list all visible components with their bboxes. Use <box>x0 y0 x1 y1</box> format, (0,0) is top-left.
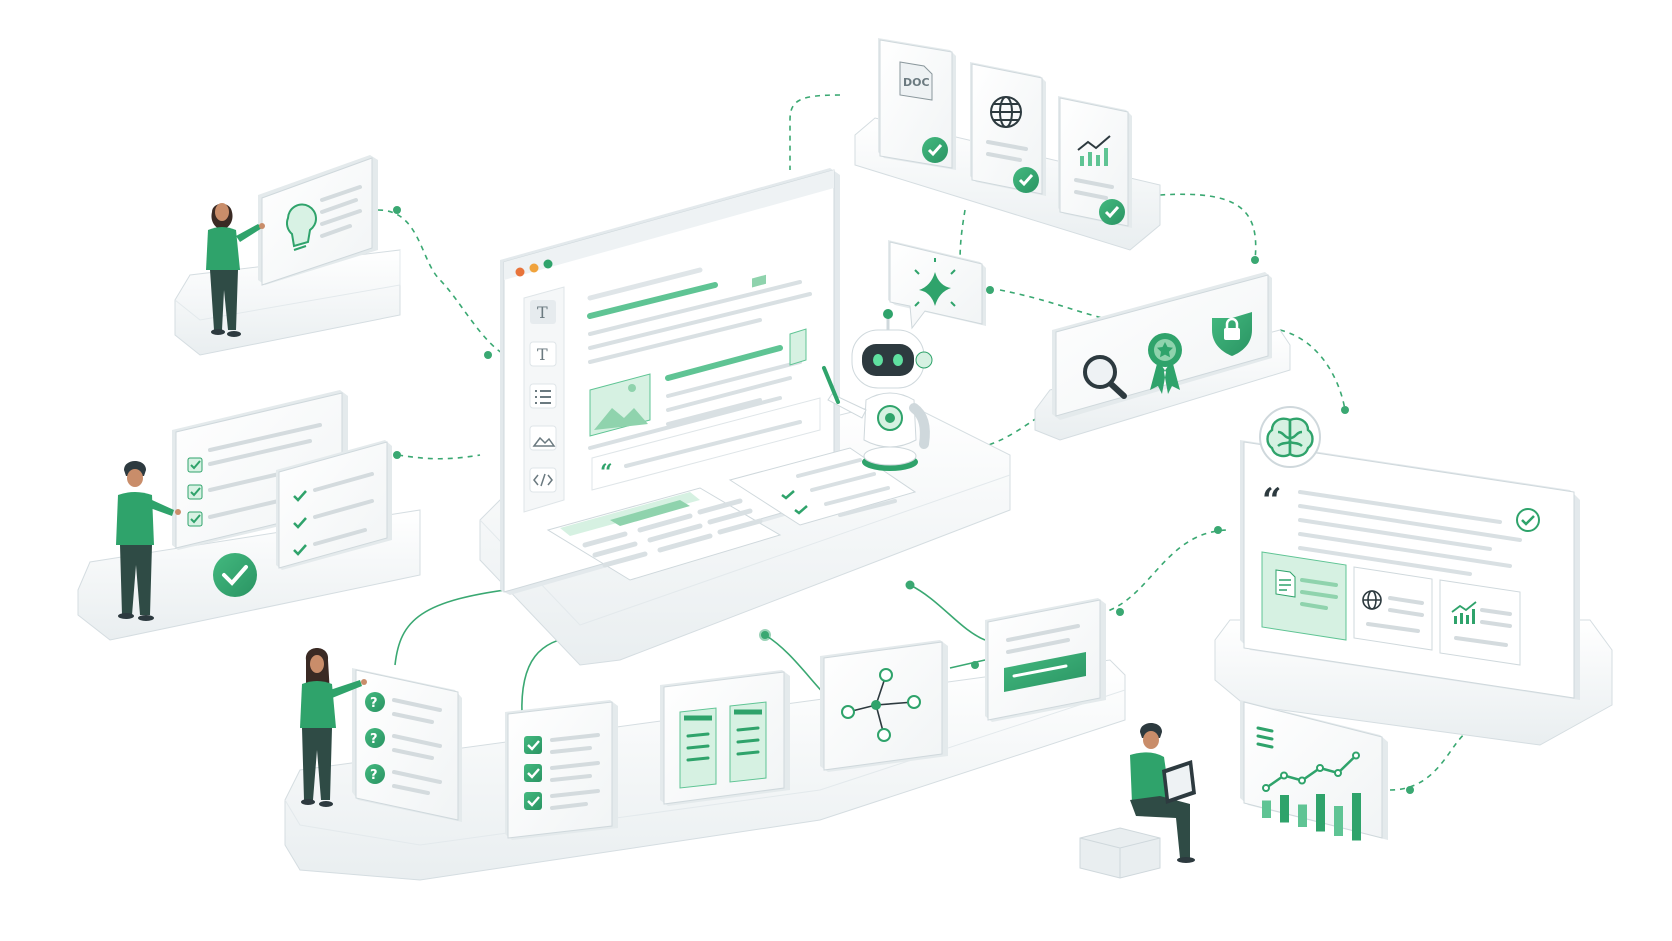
analytics-trend-point <box>1280 771 1288 780</box>
text-format-icon[interactable]: T <box>530 300 556 324</box>
connector-editor-to-highlight <box>909 584 986 641</box>
svg-text:?: ? <box>370 768 378 783</box>
connector-sources-to-quality <box>1159 193 1257 261</box>
analytics-trend-point <box>1262 784 1270 792</box>
image-icon[interactable] <box>529 425 557 451</box>
editor-table-card[interactable] <box>546 487 782 581</box>
connector-quality-to-output <box>1279 329 1346 411</box>
person-woman-questions <box>300 648 367 807</box>
window-controls[interactable] <box>515 259 553 277</box>
sparkle-bubble[interactable] <box>888 240 986 330</box>
output-window[interactable]: “ <box>1240 440 1580 700</box>
source-card-doc[interactable]: DOC <box>878 38 956 170</box>
lightbulb-icon <box>285 203 317 251</box>
window-maximize-dot <box>543 259 553 269</box>
editor-toolbar: T T <box>523 286 565 513</box>
workflow-checklist-card[interactable] <box>505 700 618 840</box>
workflow-columns-card[interactable] <box>660 670 790 806</box>
check-icons <box>781 490 808 515</box>
shield-lock-icon[interactable] <box>1212 312 1252 356</box>
robot-assistant <box>822 309 933 471</box>
analytics-bar <box>1262 800 1271 818</box>
analytics-trend-point <box>1352 751 1360 760</box>
quote-block: “ <box>591 397 821 491</box>
checkbox-icons <box>187 457 203 527</box>
person-man-laptop <box>1079 723 1196 879</box>
magnifier-icon[interactable] <box>1083 355 1127 399</box>
analytics-bar-chart <box>1262 751 1361 841</box>
analytics-bar <box>1316 794 1325 832</box>
svg-text:?: ? <box>370 732 378 747</box>
svg-text:T: T <box>537 345 548 364</box>
question-icons: ? ? ? <box>365 692 385 784</box>
network-icon <box>841 668 921 742</box>
window-close-dot <box>515 267 525 277</box>
output-card-chart[interactable] <box>1439 579 1521 666</box>
connector-sources-to-editor <box>789 94 841 170</box>
sources-platform: DOC <box>854 38 1161 251</box>
connector-idea-to-editor <box>377 209 506 356</box>
person-woman-idea <box>206 203 265 337</box>
highlight-bar <box>1004 652 1086 692</box>
svg-text:DOC: DOC <box>903 76 930 89</box>
checklist-platform <box>77 390 421 641</box>
quote-icon: “ <box>1262 481 1282 521</box>
brain-icon <box>1266 417 1314 458</box>
connector-editor-to-question <box>394 587 521 666</box>
column-blocks <box>679 701 767 789</box>
connector-highlight-to-output <box>1089 529 1231 616</box>
analytics-card[interactable] <box>1240 700 1388 841</box>
window-minimize-dot <box>529 263 539 273</box>
list-icon[interactable] <box>529 383 557 409</box>
question-card[interactable]: ? ? ? <box>352 668 462 822</box>
output-card-doc[interactable] <box>1261 551 1347 641</box>
workflow-network-card[interactable] <box>820 640 948 772</box>
award-ribbon-icon[interactable] <box>1148 333 1182 394</box>
chart-icon <box>1451 601 1477 624</box>
text-icon[interactable]: T <box>529 341 557 367</box>
connector-star-to-quality <box>999 289 1111 321</box>
output-card-web[interactable] <box>1353 566 1433 651</box>
analytics-bar <box>1352 793 1361 841</box>
marker-tag <box>789 328 807 366</box>
tablet-icon <box>1162 760 1196 804</box>
globe-icon <box>990 96 1022 128</box>
analytics-trend-point <box>1316 764 1324 772</box>
quality-platform <box>1034 272 1291 441</box>
success-check-icon <box>213 553 257 597</box>
code-icon[interactable] <box>529 467 557 493</box>
analytics-bar <box>1298 804 1307 827</box>
idea-card[interactable] <box>258 155 378 286</box>
svg-text:T: T <box>537 303 548 322</box>
analytics-trend-point <box>1298 776 1306 785</box>
checklist-card-small[interactable] <box>276 440 392 570</box>
sparkle-icon <box>914 258 956 307</box>
person-man-checklist <box>116 461 181 621</box>
globe-icon <box>1362 590 1382 610</box>
quality-panel[interactable] <box>1052 272 1272 420</box>
source-card-web[interactable] <box>970 62 1046 196</box>
editor-content: “ <box>587 267 821 491</box>
connector-analytics-to-output <box>1389 729 1471 791</box>
doc-icon <box>1275 569 1296 598</box>
idea-platform <box>174 155 401 356</box>
source-card-chart[interactable] <box>1058 96 1132 228</box>
analytics-trend-point <box>1334 769 1342 777</box>
analytics-bar <box>1280 795 1289 823</box>
connector-sources-to-star <box>959 209 966 271</box>
checkbox-icons <box>524 736 542 810</box>
connector-checklist-to-editor <box>397 454 481 460</box>
svg-text:?: ? <box>370 696 378 711</box>
brain-badge[interactable] <box>1259 406 1321 468</box>
verified-check-icon <box>1516 508 1540 532</box>
quote-icon: “ <box>600 460 613 486</box>
doc-file-icon: DOC <box>899 61 933 101</box>
image-placeholder-icon <box>589 373 651 437</box>
menu-lines-icon <box>1256 726 1274 749</box>
analytics-bar <box>1334 806 1343 836</box>
workflow-highlight-card[interactable] <box>985 598 1106 722</box>
trend-chart-icon <box>1077 135 1111 166</box>
